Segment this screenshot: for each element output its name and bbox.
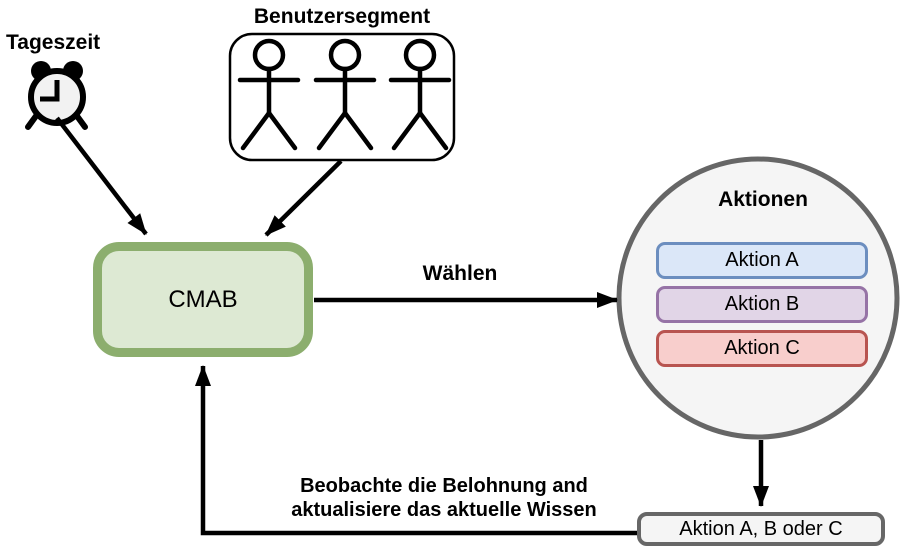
user-segment-box: [228, 32, 456, 162]
stick-figure-icon: [237, 38, 301, 151]
arrow-time-to-cmab: [55, 116, 148, 236]
result-box-label: Aktion A, B oder C: [679, 517, 843, 540]
action-b-button: Aktion B: [656, 286, 868, 323]
action-c-button: Aktion C: [656, 330, 868, 367]
segment-context-label: Benutzersegment: [253, 5, 431, 28]
stick-figure-icon: [313, 38, 377, 151]
feedback-line-2: aktualisiere das aktuelle Wissen: [291, 499, 597, 521]
time-context-label: Tageszeit: [6, 31, 101, 54]
action-a-button: Aktion A: [656, 242, 868, 279]
feedback-line-1: Beobachte die Belohnung and: [300, 475, 588, 497]
result-box: Aktion A, B oder C: [637, 512, 885, 546]
feedback-edge-label: Beobachte die Belohnung and aktualisiere…: [238, 474, 650, 522]
arrow-feedback: [195, 365, 637, 536]
cmab-label: CMAB: [168, 285, 238, 313]
action-b-label: Aktion B: [724, 293, 800, 315]
alarm-clock-icon: [25, 61, 88, 130]
actions-group-title: Aktionen: [718, 188, 808, 211]
choose-edge-label: Wählen: [422, 262, 498, 285]
action-a-label: Aktion A: [725, 249, 799, 271]
action-c-label: Aktion C: [724, 337, 800, 359]
stick-figure-icon: [388, 38, 452, 151]
arrow-segment-to-cmab: [264, 159, 343, 237]
cmab-box: CMAB: [93, 242, 313, 357]
